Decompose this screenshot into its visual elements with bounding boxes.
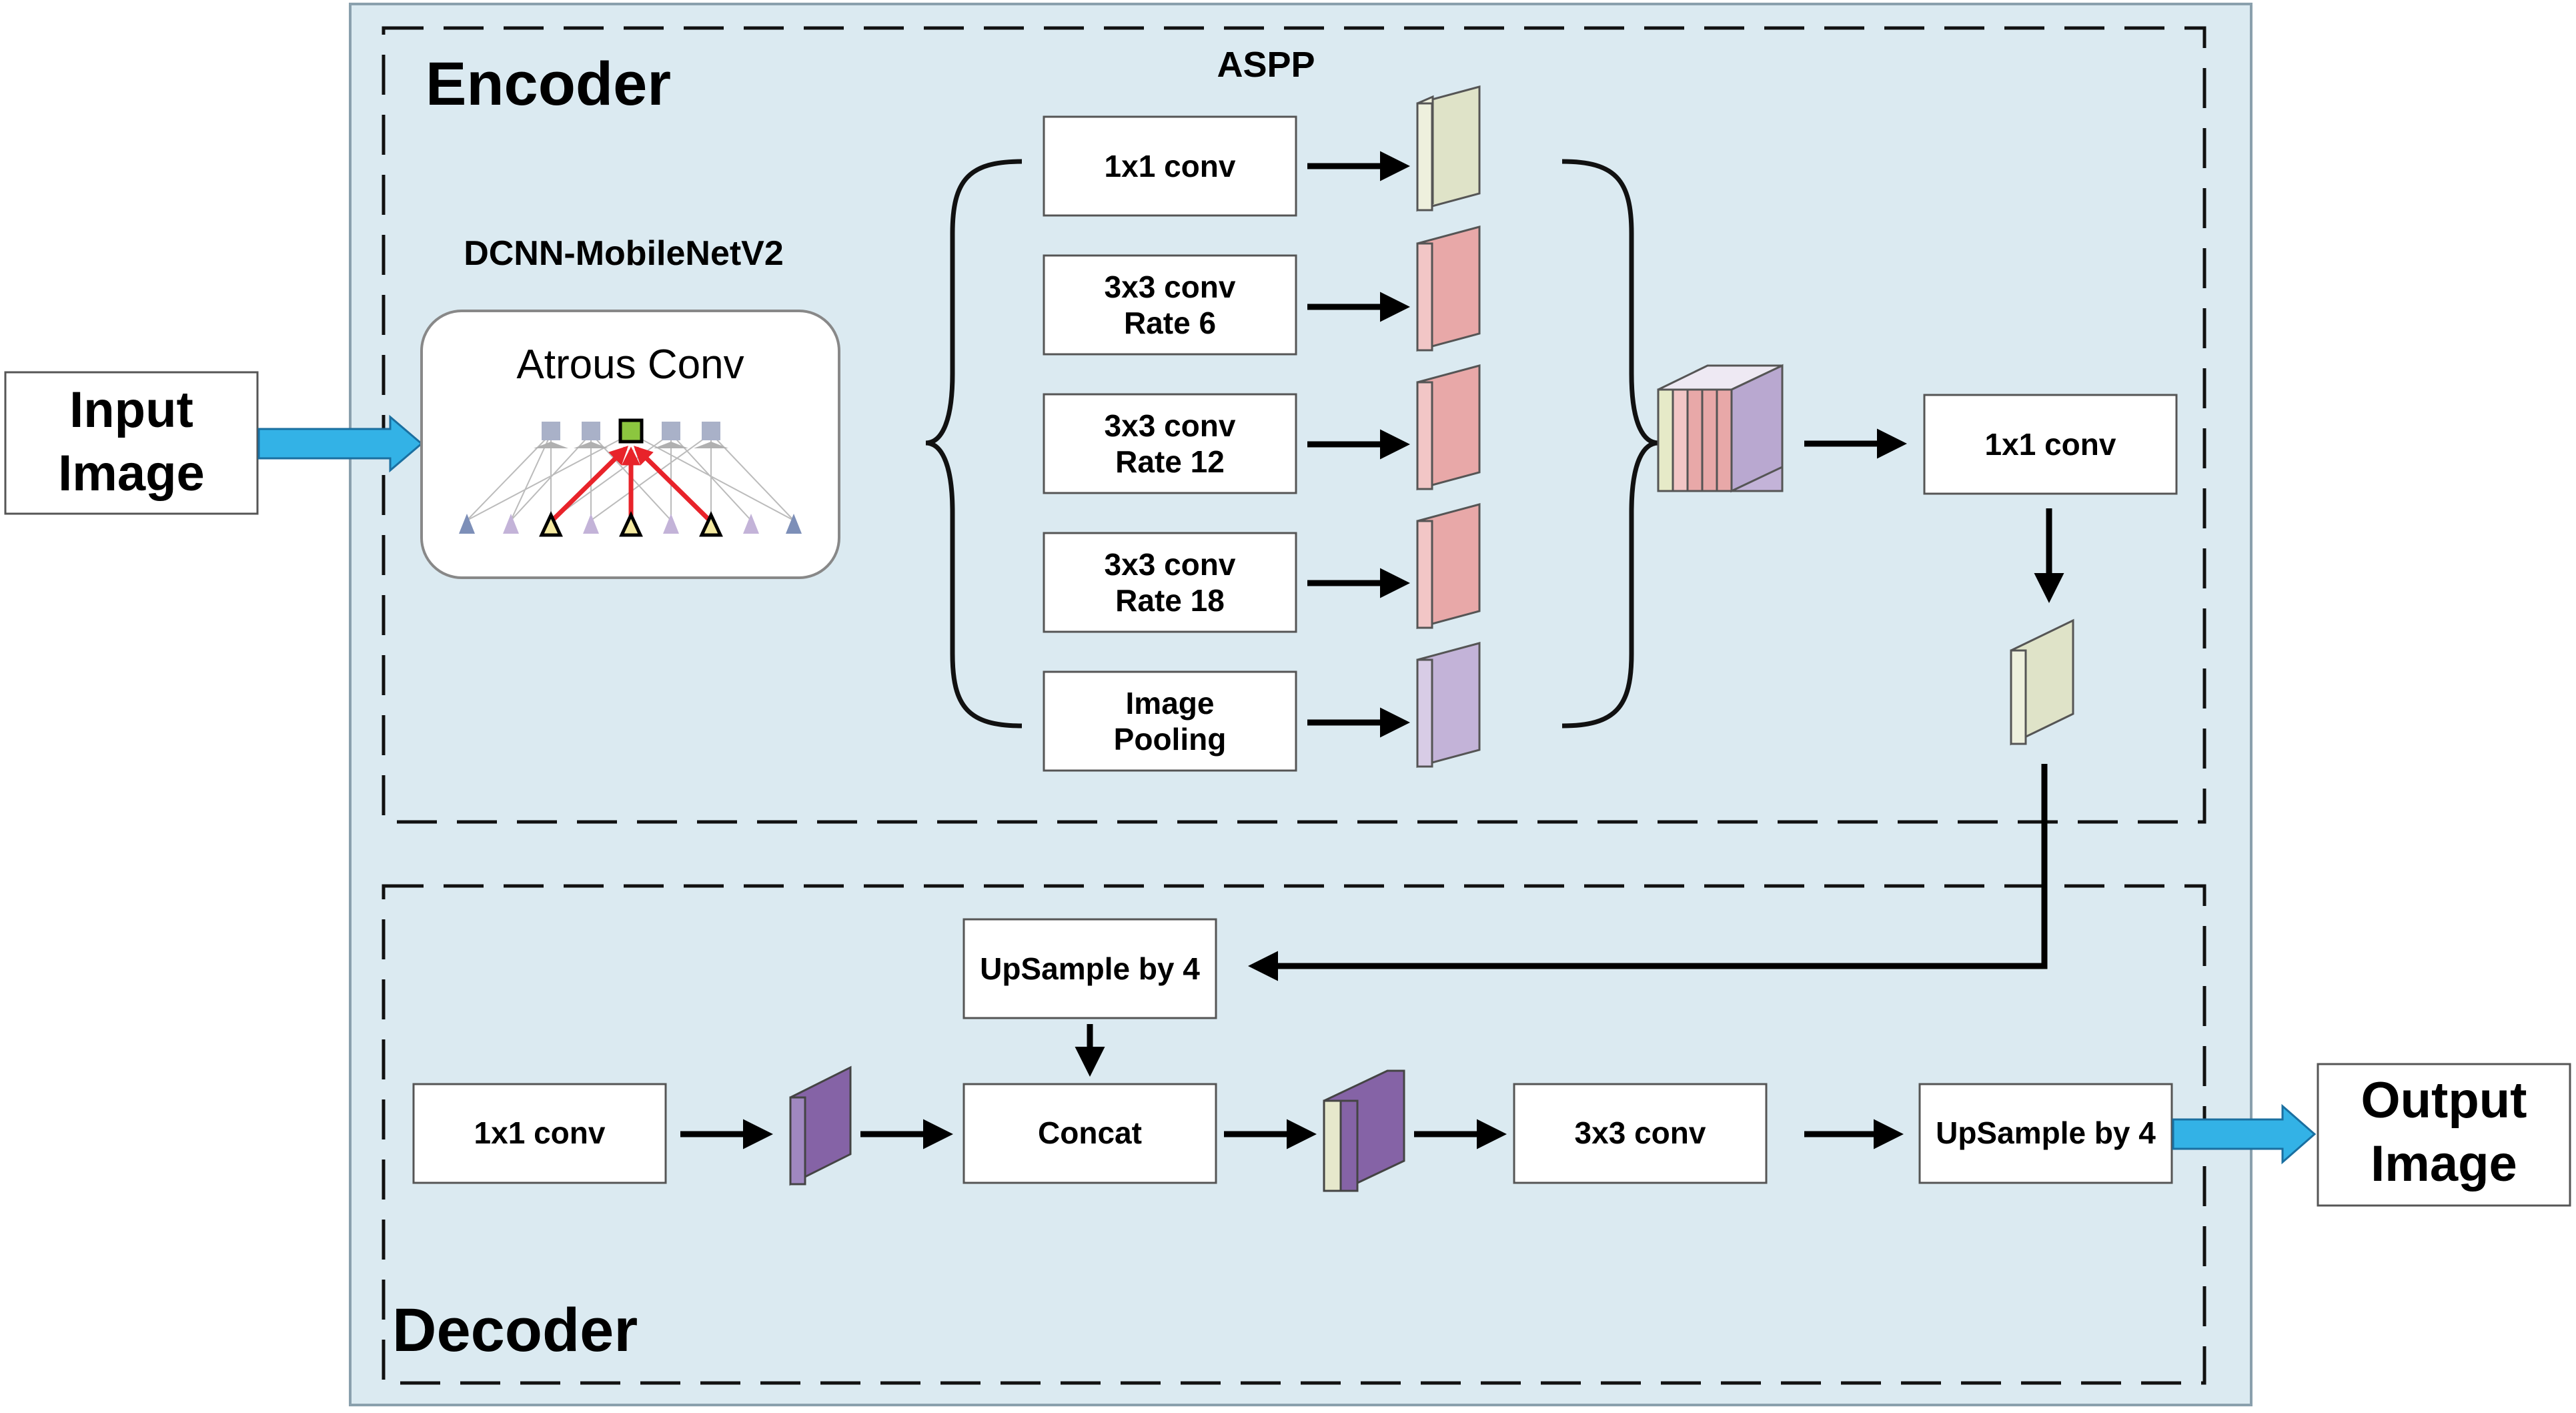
aspp-box-label: 1x1 conv bbox=[1105, 149, 1236, 183]
upsample-top-label: UpSample by 4 bbox=[980, 951, 1200, 986]
output-arrow bbox=[2172, 1103, 2317, 1165]
output-image-label-line2: Image bbox=[2371, 1135, 2517, 1192]
aspp-box-rate12 bbox=[1043, 393, 1297, 494]
encoder-1x1-conv-box bbox=[1923, 394, 2178, 495]
atrous-conv-box bbox=[420, 310, 840, 579]
decoder-title: Decoder bbox=[392, 1296, 638, 1364]
aspp-branch-1x1: 1x1 conv bbox=[1043, 85, 1481, 217]
upsample-final-label: UpSample by 4 bbox=[1936, 1115, 2156, 1150]
aspp-branch-rate12: 3x3 conv Rate 12 bbox=[1043, 364, 1481, 494]
concat-box bbox=[962, 1083, 1217, 1184]
input-image-box bbox=[4, 371, 259, 515]
aspp-box-1x1-conv bbox=[1043, 115, 1297, 217]
aspp-box-sublabel: Pooling bbox=[1114, 722, 1227, 757]
backbone-title: DCNN-MobileNetV2 bbox=[464, 234, 784, 273]
atrous-conv-illustration bbox=[459, 418, 802, 537]
feature-map-green bbox=[1416, 85, 1481, 212]
main-panel bbox=[349, 3, 2252, 1406]
feature-map-lavender bbox=[1416, 642, 1481, 768]
encoder-1x1-conv-label: 1x1 conv bbox=[1985, 427, 2116, 462]
encoder-to-upsample-arrow bbox=[1248, 764, 2048, 981]
decoder-1x1-conv-box bbox=[412, 1083, 667, 1184]
output-image-box bbox=[2317, 1063, 2571, 1207]
aspp-left-brace bbox=[925, 159, 1023, 729]
aspp-branch-rate18: 3x3 conv Rate 18 bbox=[1043, 503, 1481, 633]
aspp-box-rate18 bbox=[1043, 532, 1297, 633]
feature-map-pink bbox=[1416, 503, 1481, 629]
upsample-final-box bbox=[1918, 1083, 2173, 1184]
feature-map-purple bbox=[789, 1065, 852, 1186]
decoder-3x3-conv-box bbox=[1513, 1083, 1768, 1184]
aspp-title: ASPP bbox=[1217, 45, 1315, 85]
input-image-label-line1: Input bbox=[69, 382, 193, 438]
feature-map-concat bbox=[1323, 1069, 1405, 1192]
input-arrow bbox=[257, 414, 424, 473]
aspp-box-label: 3x3 conv bbox=[1105, 270, 1236, 304]
aspp-box-label: 3x3 conv bbox=[1105, 547, 1236, 582]
aspp-box-rate6 bbox=[1043, 254, 1297, 356]
aspp-branch-pooling: Image Pooling bbox=[1043, 642, 1481, 772]
concatenated-feature-stack bbox=[1657, 364, 1784, 493]
encoder-region bbox=[382, 26, 2206, 824]
upsample-top-box bbox=[962, 918, 1217, 1019]
aspp-box-label: Image bbox=[1126, 686, 1215, 721]
decoder-1x1-conv-label: 1x1 conv bbox=[474, 1115, 606, 1150]
decoder-3x3-conv-label: 3x3 conv bbox=[1575, 1115, 1706, 1150]
aspp-box-sublabel: Rate 18 bbox=[1115, 583, 1225, 618]
atrous-conv-label: Atrous Conv bbox=[516, 342, 744, 388]
feature-map-pink bbox=[1416, 225, 1481, 352]
aspp-box-sublabel: Rate 12 bbox=[1115, 444, 1225, 479]
aspp-branch-rate6: 3x3 conv Rate 6 bbox=[1043, 225, 1481, 356]
encoder-output-feature bbox=[2010, 618, 2074, 746]
aspp-box-sublabel: Rate 6 bbox=[1124, 306, 1216, 340]
output-image-label-line1: Output bbox=[2361, 1072, 2527, 1129]
concat-label: Concat bbox=[1038, 1115, 1142, 1150]
input-image-label-line2: Image bbox=[58, 445, 205, 502]
encoder-title: Encoder bbox=[426, 50, 671, 118]
aspp-box-label: 3x3 conv bbox=[1105, 408, 1236, 443]
aspp-box-pooling bbox=[1043, 670, 1297, 772]
feature-map-pink bbox=[1416, 364, 1481, 490]
